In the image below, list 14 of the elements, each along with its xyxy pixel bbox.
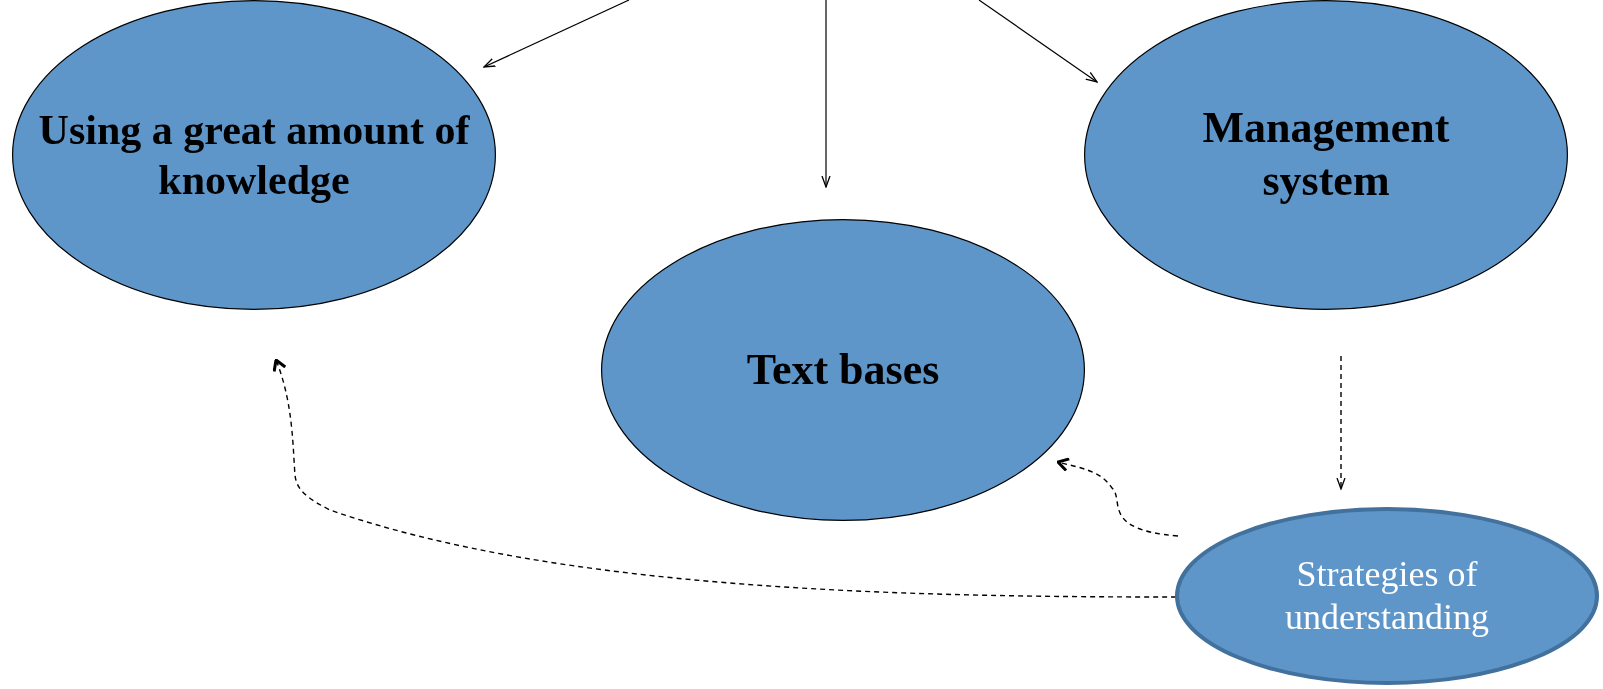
- arrow: [821, 0, 831, 188]
- node-label: Using a great amount of knowledge: [37, 105, 471, 205]
- node-label: Strategies of understanding: [1284, 552, 1490, 639]
- arrow: [978, 0, 1098, 83]
- ellipse-node: [1084, 0, 1568, 310]
- arrow: [1336, 355, 1346, 490]
- arrow: [483, 0, 630, 68]
- ellipse-node: [1175, 507, 1599, 685]
- arrow: [272, 358, 1177, 598]
- node-label: Management system: [1201, 102, 1451, 207]
- ellipse-node: [12, 0, 496, 310]
- ellipse-node: [601, 219, 1085, 521]
- node-label: Text bases: [746, 343, 940, 396]
- arrow: [1056, 457, 1179, 537]
